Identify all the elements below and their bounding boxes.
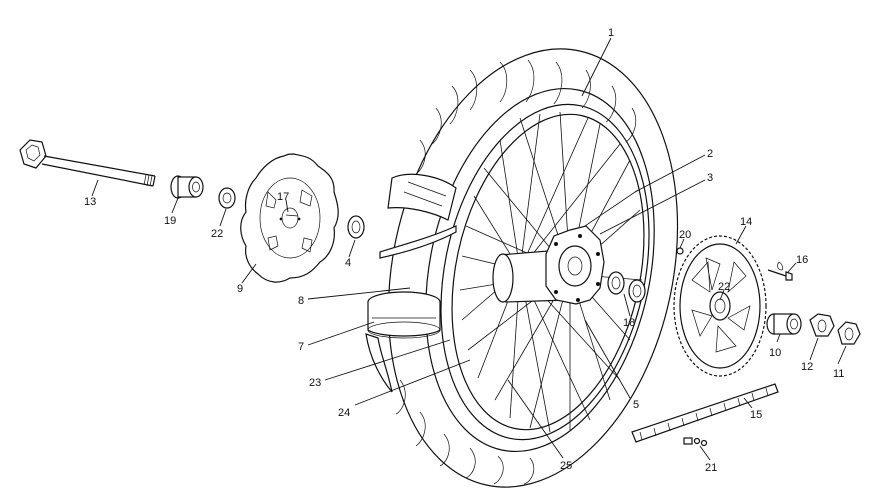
callout-24: 24 (338, 407, 350, 419)
callout-16: 16 (796, 254, 808, 266)
hub-part (492, 225, 605, 305)
axle-part (19, 139, 156, 187)
callout-15: 15 (750, 409, 762, 421)
spacer-right-part (766, 313, 802, 335)
brake-disc-part (240, 153, 339, 283)
callout-labels: 1 2 3 4 5 7 8 9 10 11 12 13 14 15 16 17 … (84, 27, 844, 474)
spacer-part (170, 175, 204, 199)
callout-2: 2 (707, 148, 713, 160)
leader-lines (91, 37, 847, 461)
callout-10: 10 (769, 347, 781, 359)
callout-20: 20 (679, 229, 691, 241)
chain-adjuster-part (809, 313, 835, 337)
callout-1: 1 (608, 27, 614, 39)
hub-bearing-part (607, 271, 646, 303)
callout-25: 25 (560, 460, 572, 472)
callout-8: 8 (298, 295, 304, 307)
bearing-part (347, 215, 365, 239)
callout-4: 4 (345, 257, 351, 269)
callout-9: 9 (237, 283, 243, 295)
bolt-part (676, 247, 793, 281)
callout-12: 12 (801, 361, 813, 373)
callout-19: 19 (164, 215, 176, 227)
sprocket-part (673, 235, 767, 377)
callout-23: 23 (309, 377, 321, 389)
callout-22-left: 22 (211, 228, 223, 240)
callout-22-right: 22 (718, 281, 730, 293)
rim-band-part (379, 173, 457, 259)
callout-11: 11 (833, 368, 844, 380)
callout-13: 13 (84, 196, 96, 208)
callout-14: 14 (740, 216, 752, 228)
callout-5: 5 (633, 399, 639, 411)
callout-3: 3 (707, 172, 713, 184)
callout-17: 17 (277, 191, 289, 203)
washer-part (218, 187, 236, 209)
callout-21: 21 (705, 462, 717, 474)
chain-part (631, 383, 779, 443)
master-link-part (683, 437, 708, 447)
axle-nut-part (837, 321, 861, 345)
callout-18: 18 (623, 317, 635, 329)
callout-7: 7 (298, 341, 304, 353)
